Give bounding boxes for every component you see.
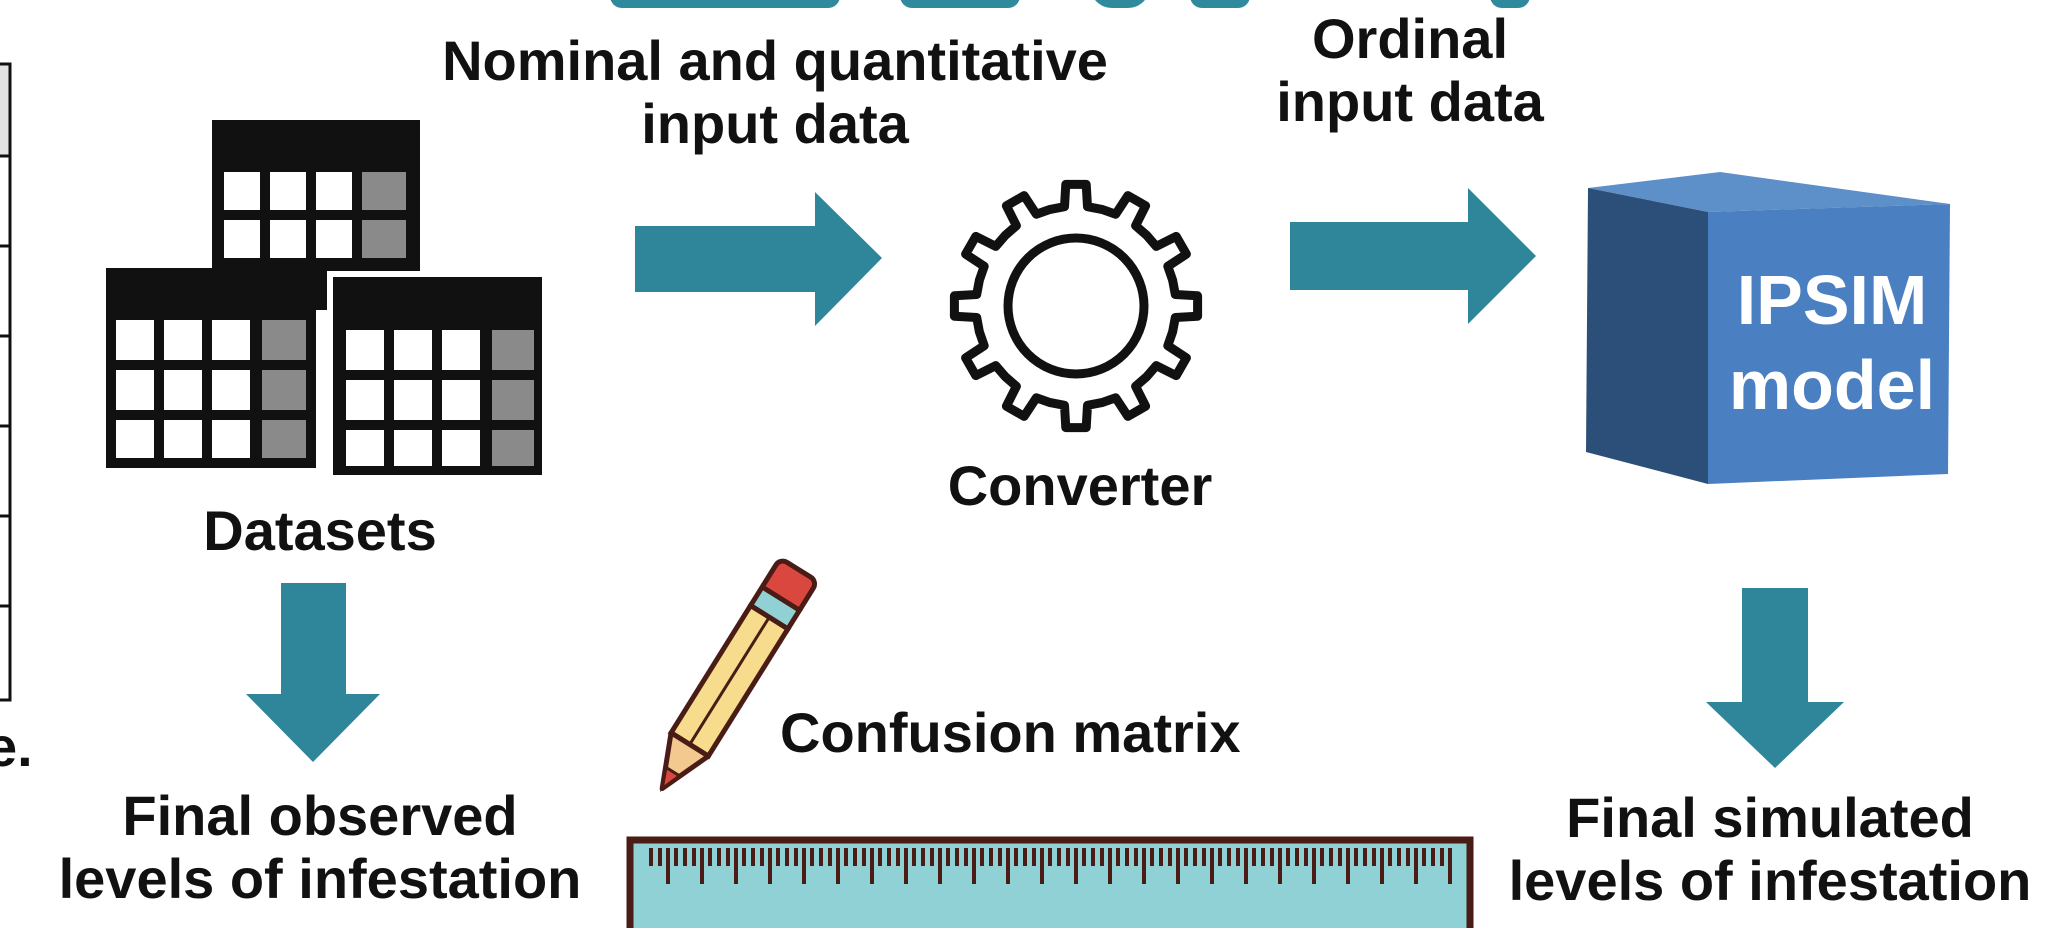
nominal-quantitative-label: Nominal and quantitative input data [442,29,1108,155]
ordinal-label: Ordinal input data [1276,7,1544,133]
final-simulated-label: Final simulated levels of infestation [1508,786,2032,912]
cropped-title-fragment [1490,0,1530,8]
arrow-right-to-model [1290,188,1536,324]
cropped-title-fragment [1090,0,1150,8]
ipsim-model-label: IPSIM model [1728,261,1936,425]
confusion-matrix-label: Confusion matrix [780,701,1241,764]
arrow-right-to-converter [635,192,882,326]
cropped-left-text-fragment: e. [0,715,33,778]
final-observed-label: Final observed levels of infestation [58,784,582,910]
arrow-down-simulated [1706,588,1844,768]
cropped-table-left [0,62,12,702]
converter-label: Converter [947,454,1213,517]
cropped-title-fragment [900,0,1020,8]
datasets-table-icon [106,120,548,481]
ruler-icon [626,836,1474,928]
cropped-title-fragment [610,0,840,8]
pencil-icon [659,558,818,792]
gear-icon [949,179,1203,433]
arrow-down-observed [246,583,380,762]
cube-icon [1586,172,1950,484]
datasets-label: Datasets [203,499,437,562]
cropped-title-fragment [1190,0,1250,8]
